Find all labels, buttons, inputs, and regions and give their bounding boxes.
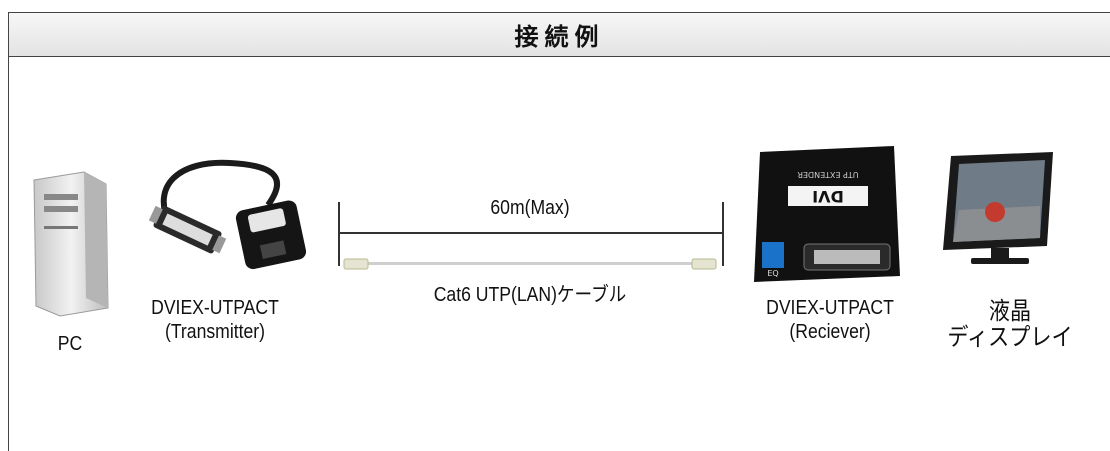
transmitter-role-label: (Transmitter): [164, 321, 266, 343]
pc-tower-icon: [33, 171, 109, 317]
transmitter-model-label: DVIEX-UTPACT: [151, 297, 279, 319]
receiver-role-label: (Reciever): [789, 321, 871, 343]
header-title: 接続例: [514, 23, 605, 51]
transmitter-device-icon: [148, 159, 307, 270]
display-label-line1: 液晶: [988, 298, 1032, 325]
distance-line: [338, 232, 724, 234]
lan-cable-icon: [343, 258, 717, 270]
diagram-header: 接続例: [8, 12, 1110, 57]
receiver-eq-text: EQ: [767, 269, 779, 278]
pc-label: PC: [57, 333, 83, 355]
cable-type-label: Cat6 UTP(LAN)ケーブル: [433, 284, 627, 306]
distance-left-tick: [338, 202, 340, 266]
cable-distance-label: 60m(Max): [490, 197, 570, 219]
receiver-subtext: UTP EXTENDER: [797, 170, 859, 179]
receiver-badge: DVI: [812, 187, 844, 206]
distance-right-tick: [722, 202, 724, 266]
receiver-device: DVI UTP EXTENDER EQ: [752, 146, 902, 284]
lcd-monitor-icon: [943, 152, 1053, 264]
receiver-model-label: DVIEX-UTPACT: [766, 297, 894, 319]
display-label-line2: ディスプレイ: [947, 324, 1073, 351]
